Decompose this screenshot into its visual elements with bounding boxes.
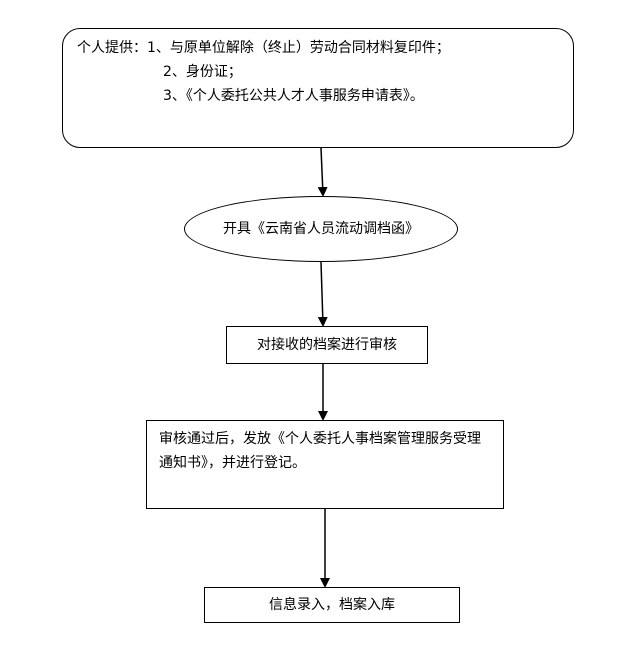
arrow-step1-to-step2 — [317, 147, 328, 197]
step-review-archive: 对接收的档案进行审核 — [226, 326, 428, 364]
step-issue-transfer-letter: 开具《云南省人员流动调档函》 — [184, 196, 458, 262]
step-issue-notice-register: 审核通过后，发放《个人委托人事档案管理服务受理通知书》，并进行登记。 — [146, 420, 504, 509]
step3-label: 对接收的档案进行审核 — [257, 337, 397, 353]
step2-label: 开具《云南省人员流动调档函》 — [223, 221, 419, 237]
step4-label: 审核通过后，发放《个人委托人事档案管理服务受理通知书》，并进行登记。 — [159, 431, 481, 471]
step1-line-2: 2、身份证； — [163, 64, 242, 80]
step5-label: 信息录入，档案入库 — [269, 597, 395, 613]
step1-line-3: 3、《个人委托公共人才人事服务申请表》。 — [163, 88, 424, 104]
arrow-step2-to-step3 — [317, 261, 328, 327]
step1-line-1: 个人提供：1、与原单位解除（终止）劳动合同材料复印件； — [77, 40, 450, 56]
step-provide-documents: 个人提供：1、与原单位解除（终止）劳动合同材料复印件； 2、身份证； 3、《个人… — [62, 28, 574, 148]
step-record-and-store: 信息录入，档案入库 — [204, 587, 460, 623]
